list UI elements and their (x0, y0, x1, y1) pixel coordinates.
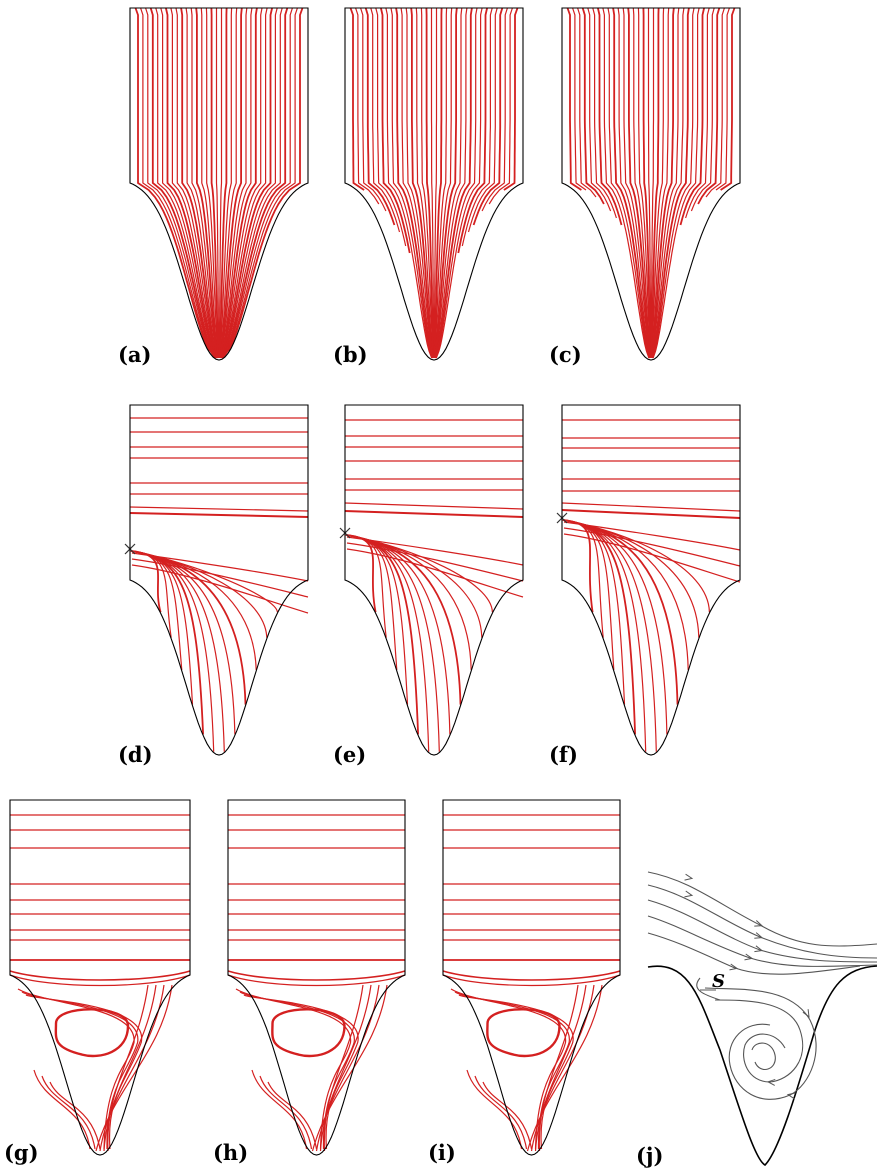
streamline (131, 551, 246, 705)
streamline (562, 510, 740, 518)
panel-label-i: (i) (428, 1140, 456, 1165)
streamline (228, 971, 405, 980)
panel-a (130, 8, 308, 360)
panel-g (10, 800, 190, 1155)
panel-f (557, 405, 740, 755)
schematic-streamline (648, 872, 877, 946)
streamline (130, 507, 308, 511)
schematic-streamline (648, 916, 877, 966)
cavity-wall (648, 966, 877, 1165)
schematic-streamline (648, 900, 877, 962)
streamline (562, 503, 740, 511)
panel-j (648, 872, 877, 1165)
schematic-eddy (752, 1043, 775, 1069)
panel-label-d: (d) (118, 742, 153, 767)
panel-label-c: (c) (549, 342, 582, 367)
streamline (346, 535, 397, 670)
panel-label-f: (f) (549, 742, 578, 767)
streamline (443, 971, 620, 980)
streamline (376, 8, 406, 246)
separation-point-label: S (712, 971, 725, 992)
streamline (346, 535, 471, 670)
streamline (10, 971, 190, 980)
streamline (467, 1070, 522, 1149)
streamline (345, 511, 523, 517)
panel-c (562, 8, 740, 360)
panels-layer (10, 8, 877, 1165)
panel-d (125, 405, 308, 755)
arrowhead-icon (684, 891, 692, 898)
streamline (131, 551, 235, 734)
streamline (563, 520, 678, 705)
arrowhead-icon (803, 1009, 812, 1018)
arrowhead-icon (685, 874, 693, 881)
panel-label-e: (e) (333, 742, 366, 767)
panel-i (443, 800, 620, 1155)
streamline (345, 503, 523, 509)
streamline (462, 8, 492, 246)
panel-label-j: (j) (636, 1143, 663, 1168)
streamline (34, 1070, 90, 1149)
streamline (130, 513, 308, 517)
streamline (131, 551, 193, 705)
streamline (563, 520, 656, 752)
panel-b (345, 8, 523, 360)
panel-label-h: (h) (213, 1140, 248, 1165)
streamline (252, 1070, 307, 1149)
schematic-streamline (648, 885, 877, 958)
schematic-eddy (715, 1000, 803, 1082)
streamline (317, 985, 380, 1151)
streamline (563, 520, 593, 612)
schematic-streamline (648, 933, 860, 974)
streamline (346, 535, 482, 638)
panel-label-b: (b) (333, 342, 368, 367)
panel-label-g: (g) (4, 1140, 39, 1165)
streamline (532, 985, 595, 1151)
panel-h (228, 800, 405, 1155)
streamline (563, 520, 646, 752)
panel-label-a: (a) (118, 342, 151, 367)
panel-e (340, 405, 523, 755)
